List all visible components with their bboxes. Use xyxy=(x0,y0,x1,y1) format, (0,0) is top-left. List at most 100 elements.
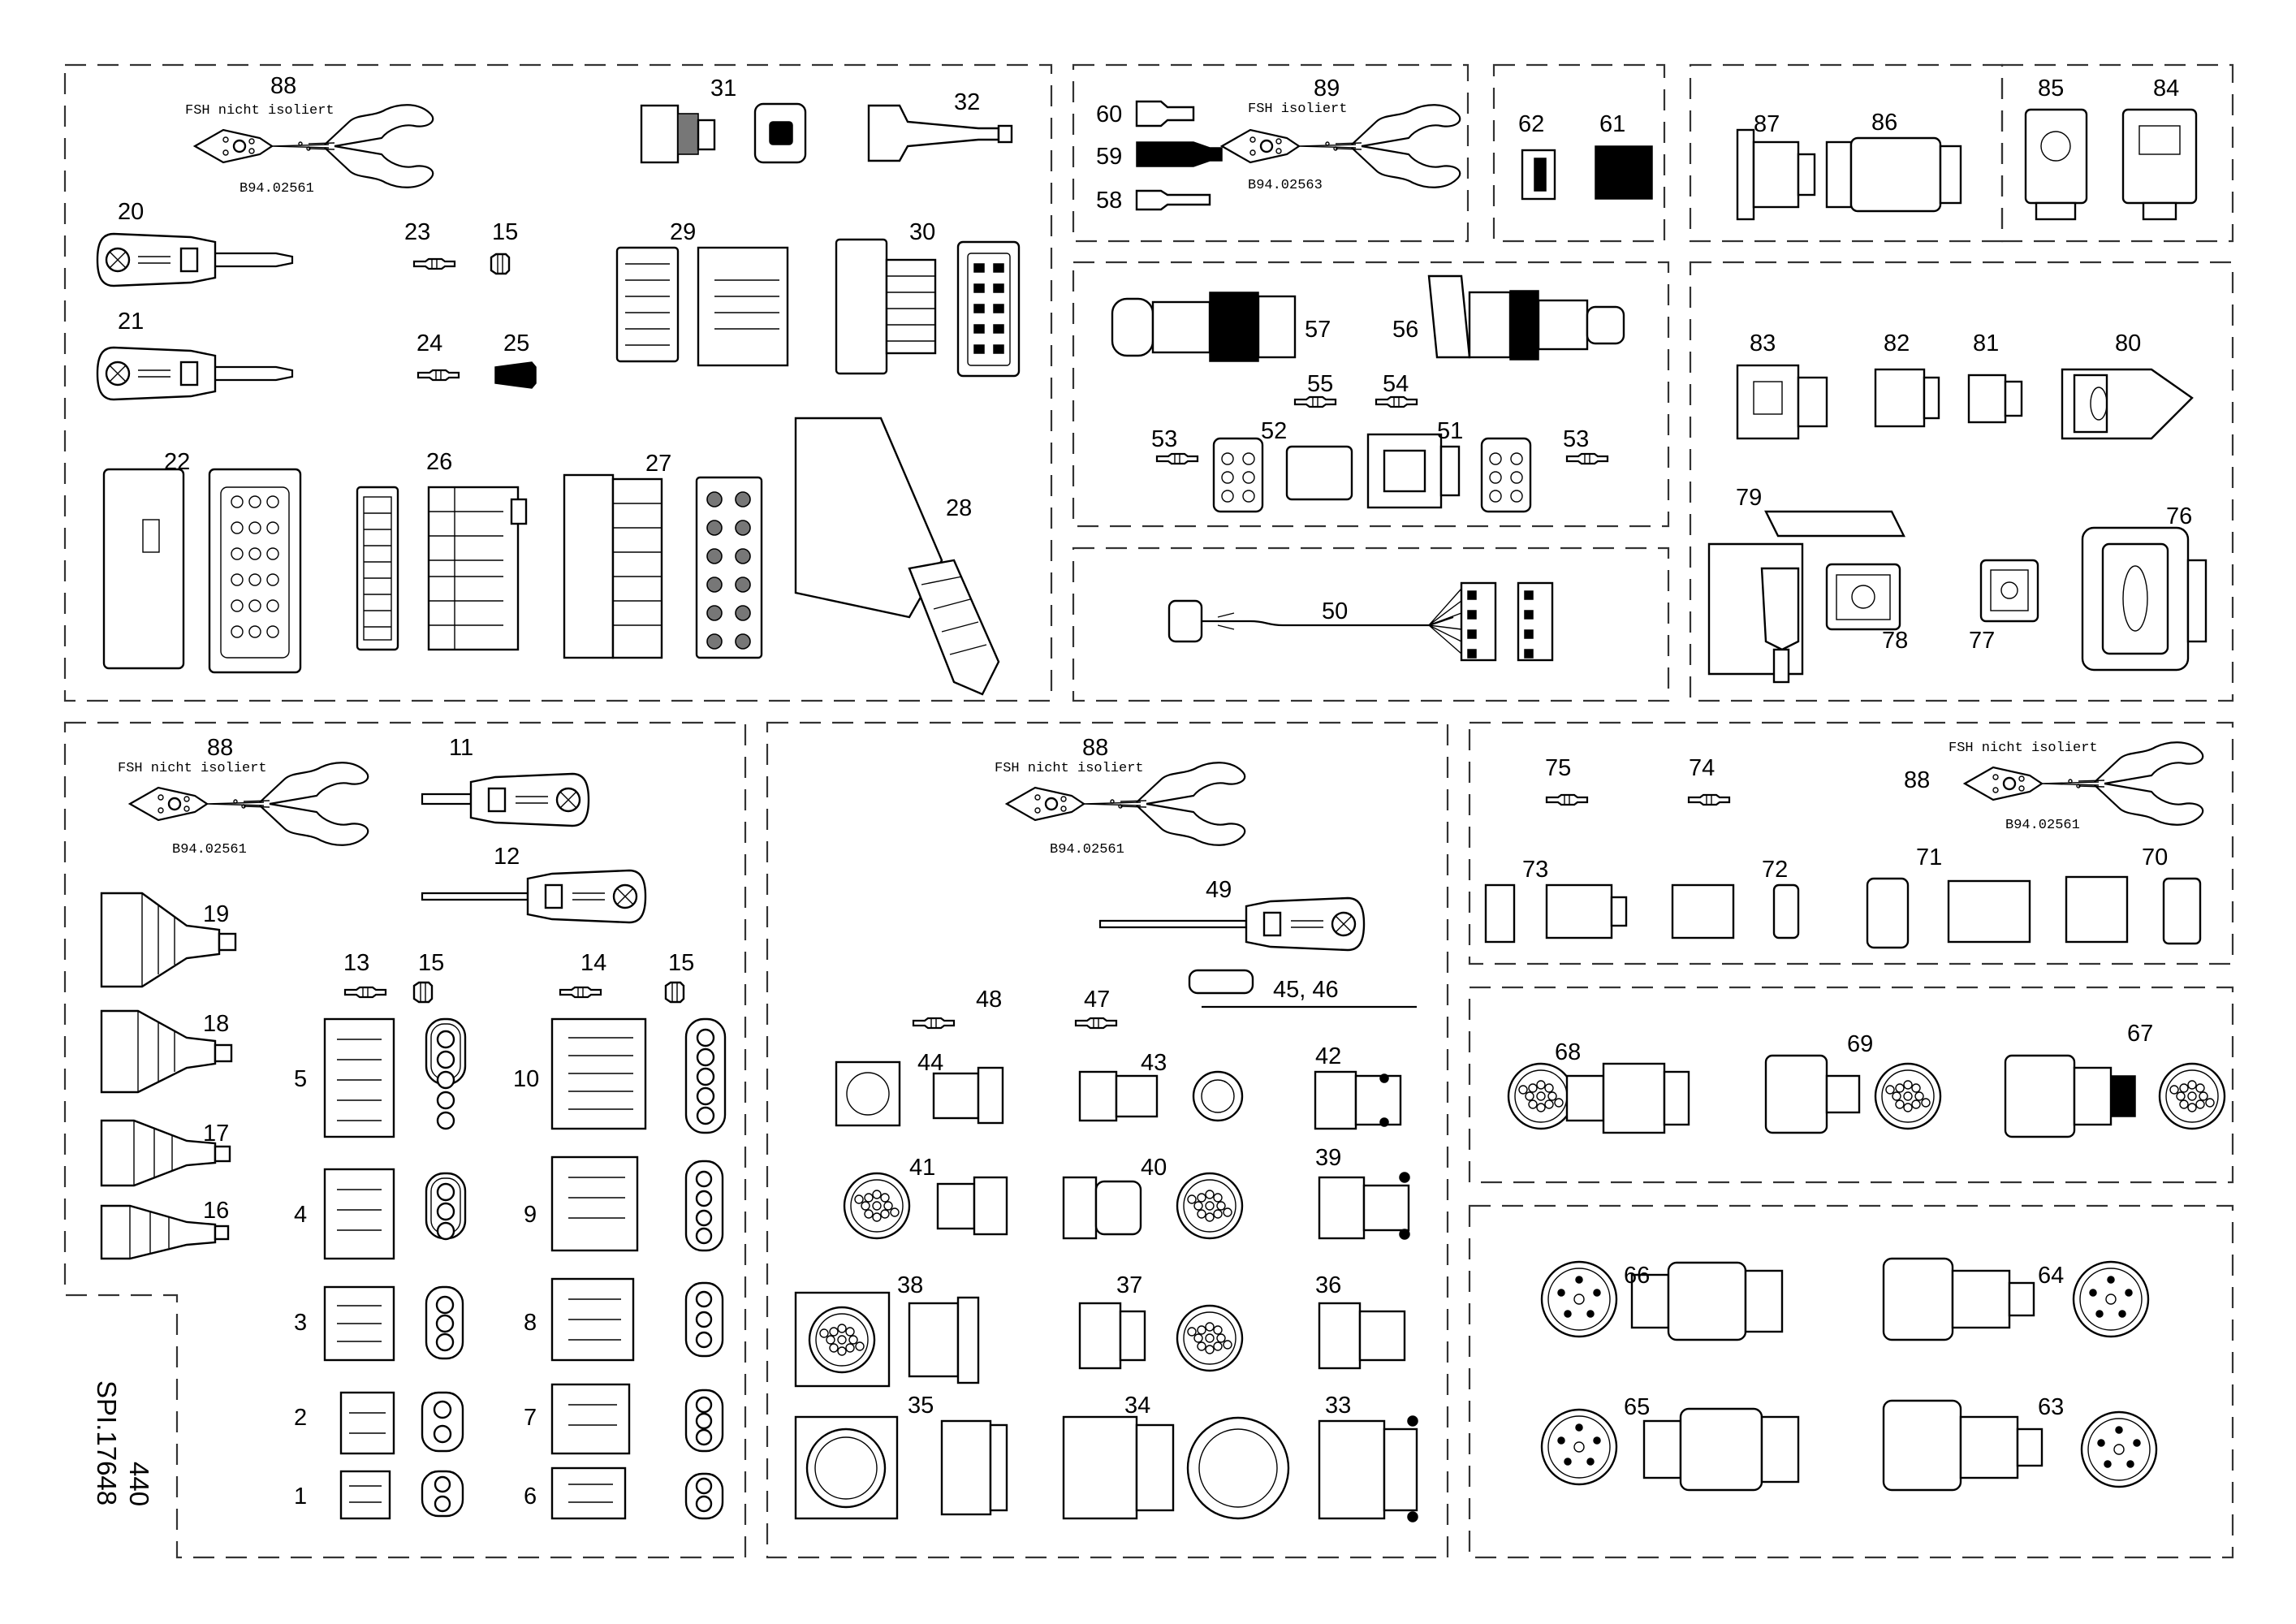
connector-80 xyxy=(2061,368,2194,440)
callout-51: 51 xyxy=(1437,418,1463,444)
cee-plug-65 xyxy=(1642,1407,1800,1492)
connector-41 xyxy=(936,1176,1008,1236)
callout-20: 20 xyxy=(118,199,144,225)
connector-42 xyxy=(1314,1070,1402,1130)
connector-87 xyxy=(1736,128,1816,221)
tool-code: B94.02561 xyxy=(240,181,314,197)
callout-61: 61 xyxy=(1599,111,1625,137)
housing-2 xyxy=(339,1391,464,1455)
extraction-tool-20 xyxy=(96,232,294,287)
callout-82: 82 xyxy=(1884,330,1910,356)
callout-8: 8 xyxy=(524,1310,537,1336)
connector-38 xyxy=(794,1291,980,1388)
housing-70 xyxy=(2065,875,2202,945)
grommet-17 xyxy=(100,1119,231,1187)
callout-38: 38 xyxy=(897,1272,923,1298)
connector-67-face xyxy=(2158,1062,2226,1130)
callout-78: 78 xyxy=(1882,628,1908,654)
housing-22 xyxy=(102,468,302,674)
tool-code: B94.02563 xyxy=(1248,178,1323,193)
callout-35: 35 xyxy=(908,1393,934,1419)
callout-15-b: 15 xyxy=(668,950,694,976)
callout-47: 47 xyxy=(1084,987,1110,1013)
connector-83 xyxy=(1736,364,1828,440)
connector-69 xyxy=(1764,1054,1861,1134)
callout-44: 44 xyxy=(917,1050,943,1076)
terminal-58 xyxy=(1135,189,1211,211)
connector-40-face xyxy=(1176,1172,1244,1240)
callout-83: 83 xyxy=(1750,330,1776,356)
callout-9: 9 xyxy=(524,1202,537,1228)
callout-37: 37 xyxy=(1116,1272,1142,1298)
callout-88-c: 88 xyxy=(1082,735,1108,761)
callout-65: 65 xyxy=(1624,1394,1650,1420)
tool-label: FSH nicht isoliert xyxy=(995,761,1144,776)
callout-68: 68 xyxy=(1555,1039,1581,1065)
callout-58: 58 xyxy=(1096,188,1122,214)
contact-53-right xyxy=(1565,452,1609,465)
tool-label: FSH nicht isoliert xyxy=(118,761,267,776)
callout-62: 62 xyxy=(1518,111,1544,137)
valve-connector-84 xyxy=(2121,108,2198,221)
callout-80: 80 xyxy=(2115,330,2141,356)
section-c: 62 61 xyxy=(1518,111,1653,201)
callout-59: 59 xyxy=(1096,144,1122,170)
tool-code: B94.02561 xyxy=(1050,842,1124,857)
section-e: 85 84 xyxy=(2024,76,2198,221)
callout-11: 11 xyxy=(449,735,473,761)
connector-81 xyxy=(1967,374,2023,424)
callout-56: 56 xyxy=(1392,317,1418,343)
callout-4: 4 xyxy=(294,1202,307,1228)
callout-73: 73 xyxy=(1522,857,1548,883)
callout-86: 86 xyxy=(1871,110,1897,136)
seal-15-a xyxy=(412,981,434,1004)
contact-53-left xyxy=(1155,452,1199,465)
housing-79 xyxy=(1707,510,1905,684)
connector-37-face xyxy=(1176,1304,1244,1372)
section-g: 50 xyxy=(1167,581,1554,662)
connector-40 xyxy=(1062,1176,1142,1240)
callout-17: 17 xyxy=(203,1121,229,1147)
contact-13 xyxy=(343,986,387,999)
housing-71 xyxy=(1866,877,2031,949)
grommet-19 xyxy=(100,892,237,988)
contact-47 xyxy=(1074,1017,1118,1030)
seal-25 xyxy=(494,361,537,389)
housing-9 xyxy=(550,1155,724,1252)
contact-74 xyxy=(1687,793,1731,806)
contact-75 xyxy=(1545,793,1589,806)
insert-78 xyxy=(1825,563,1901,631)
callout-76: 76 xyxy=(2166,503,2192,529)
callout-18: 18 xyxy=(203,1011,229,1037)
callout-28: 28 xyxy=(946,495,972,521)
callout-85: 85 xyxy=(2038,76,2064,102)
callout-36: 36 xyxy=(1315,1272,1341,1298)
callout-64: 64 xyxy=(2038,1263,2064,1289)
callout-3: 3 xyxy=(294,1310,307,1336)
section-l: 68 69 67 xyxy=(1507,1021,2226,1138)
grommet-18 xyxy=(100,1009,233,1094)
housing-27 xyxy=(563,473,763,659)
callout-71: 71 xyxy=(1916,844,1942,870)
callout-21: 21 xyxy=(118,309,144,335)
callout-23: 23 xyxy=(404,219,430,245)
callout-33: 33 xyxy=(1325,1393,1351,1419)
callout-12: 12 xyxy=(494,844,520,870)
housing-4 xyxy=(323,1168,467,1260)
drawing-number: SPI.17648 xyxy=(92,1380,122,1505)
section-frames xyxy=(63,63,2234,1559)
callout-7: 7 xyxy=(524,1405,537,1431)
connector-41-face xyxy=(843,1172,911,1240)
callout-43: 43 xyxy=(1141,1050,1167,1076)
callout-19: 19 xyxy=(203,901,229,927)
callout-26: 26 xyxy=(426,449,452,475)
insert-77 xyxy=(1979,559,2039,623)
housing-52 xyxy=(1212,437,1353,513)
terminal-60 xyxy=(1135,100,1195,127)
section-j: 88 FSH nicht isoliert B94.02561 49 45, 4… xyxy=(794,735,1418,1522)
contact-55 xyxy=(1293,395,1337,408)
callout-34: 34 xyxy=(1124,1393,1150,1419)
housing-72 xyxy=(1671,883,1800,939)
callout-5: 5 xyxy=(294,1066,307,1092)
cee-socket-63 xyxy=(1882,1399,2044,1492)
